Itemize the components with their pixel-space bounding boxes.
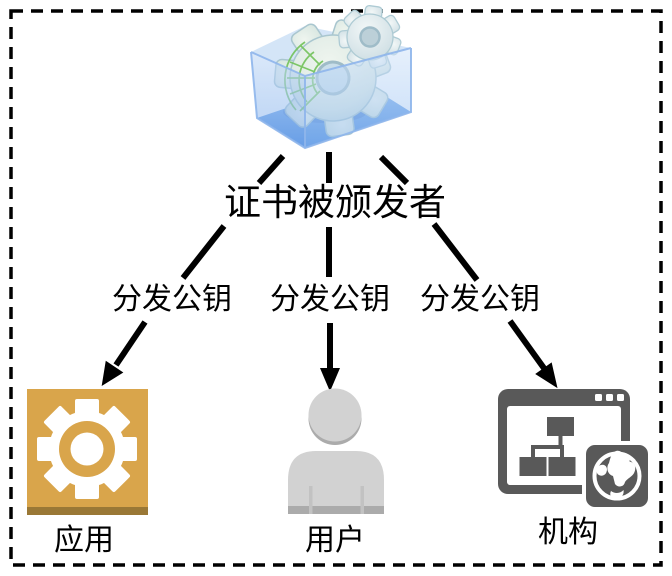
browser-dots-icon — [595, 394, 624, 401]
arrow-to-app — [101, 154, 286, 387]
app-gear-icon — [27, 389, 148, 515]
edge-label-org: 分发公钥 — [420, 282, 540, 317]
issuer-label: 证书被颁发者 — [224, 181, 446, 224]
edge-label-app: 分发公钥 — [112, 282, 232, 317]
browser-orgchart-globe-icon — [498, 389, 652, 511]
user-label: 用户 — [305, 523, 365, 558]
orgchart-glyph — [519, 417, 576, 476]
arrow-to-org — [378, 154, 558, 389]
person-icon — [288, 388, 384, 514]
edge-label-user: 分发公钥 — [270, 282, 390, 317]
glass-box-gears-icon — [250, 4, 412, 150]
globe-icon — [582, 441, 652, 511]
gear-glyph — [37, 399, 137, 499]
org-label: 机构 — [538, 515, 598, 550]
arrow-to-user — [319, 152, 341, 392]
arrows — [101, 152, 558, 392]
dashed-border — [9, 9, 663, 567]
app-label: 应用 — [54, 523, 114, 558]
